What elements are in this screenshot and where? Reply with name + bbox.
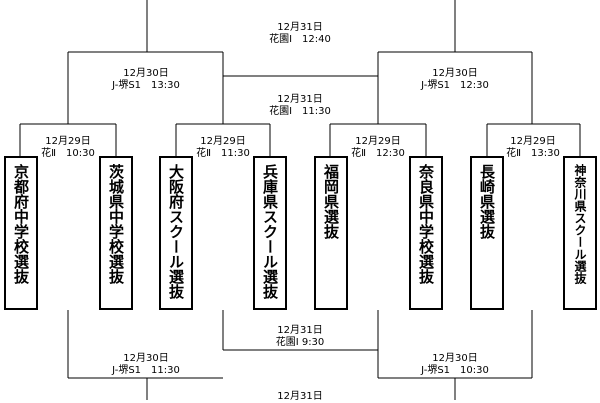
semi-right-venue-time: J-堺S1 12:30: [421, 80, 489, 91]
qf3-label: 12月29日 花Ⅱ 12:30: [351, 136, 405, 160]
qf2-label: 12月29日 花Ⅱ 11:30: [196, 136, 250, 160]
qf3-date: 12月29日: [355, 136, 401, 147]
semi-right-date: 12月30日: [432, 68, 478, 79]
bottom-center-label: 12月31日 花園Ⅰ 9:30: [276, 325, 325, 349]
team-box-8: 神奈川県スクール選抜: [563, 156, 597, 310]
bottom-left-label: 12月30日 J-堺S1 11:30: [112, 353, 180, 377]
bottom-cut-label: 12月31日: [277, 391, 322, 403]
team-box-1: 京都府中学校選抜: [4, 156, 38, 310]
final-venue-time: 花園Ⅰ 12:40: [269, 34, 331, 45]
team-box-7: 長崎県選抜: [470, 156, 504, 310]
qf2-venue-time: 花Ⅱ 11:30: [196, 148, 250, 159]
team-box-4: 兵庫県スクール選抜: [253, 156, 287, 310]
semi-left-date: 12月30日: [123, 68, 169, 79]
bottom-center-date: 12月31日: [277, 325, 323, 336]
qf2-date: 12月29日: [200, 136, 246, 147]
team-box-2: 茨城県中学校選抜: [99, 156, 133, 310]
semi-right-label: 12月30日 J-堺S1 12:30: [421, 68, 489, 92]
bottom-cut-date: 12月31日: [277, 391, 323, 402]
team-box-5: 福岡県選抜: [314, 156, 348, 310]
bottom-right-label: 12月30日 J-堺S1 10:30: [421, 353, 489, 377]
qf1-date: 12月29日: [45, 136, 91, 147]
team-box-3: 大阪府スクール選抜: [159, 156, 193, 310]
team-box-6: 奈良県中学校選抜: [409, 156, 443, 310]
semi-left-venue-time: J-堺S1 13:30: [112, 80, 180, 91]
bottom-center-venue-time: 花園Ⅰ 9:30: [275, 337, 325, 348]
qf4-venue-time: 花Ⅱ 13:30: [506, 148, 560, 159]
final-label: 12月31日 花園Ⅰ 12:40: [269, 22, 331, 46]
bottom-left-venue-time: J-堺S1 11:30: [112, 365, 180, 376]
third-label: 12月31日 花園Ⅰ 11:30: [269, 94, 331, 118]
bottom-left-date: 12月30日: [123, 353, 169, 364]
qf4-date: 12月29日: [510, 136, 556, 147]
qf1-label: 12月29日 花Ⅱ 10:30: [41, 136, 95, 160]
third-date: 12月31日: [277, 94, 323, 105]
qf4-label: 12月29日 花Ⅱ 13:30: [506, 136, 560, 160]
bottom-right-date: 12月30日: [432, 353, 478, 364]
semi-left-label: 12月30日 J-堺S1 13:30: [112, 68, 180, 92]
qf1-venue-time: 花Ⅱ 10:30: [41, 148, 95, 159]
third-venue-time: 花園Ⅰ 11:30: [269, 106, 331, 117]
bottom-right-venue-time: J-堺S1 10:30: [421, 365, 489, 376]
qf3-venue-time: 花Ⅱ 12:30: [351, 148, 405, 159]
final-date: 12月31日: [277, 22, 323, 33]
